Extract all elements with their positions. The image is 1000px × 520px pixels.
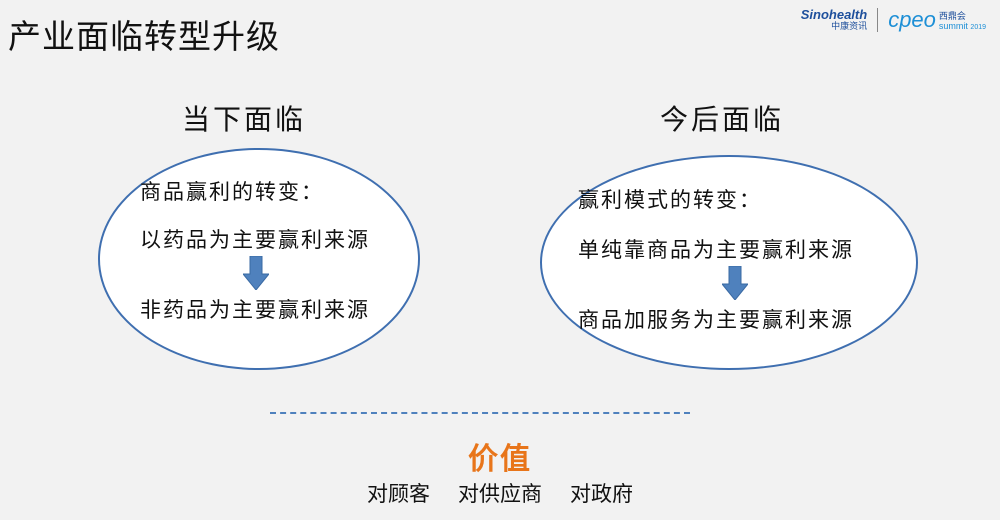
slide-title: 产业面临转型升级 bbox=[8, 17, 280, 56]
sinohealth-logo-cn: 中康资讯 bbox=[831, 22, 868, 32]
left-line-2: 以药品为主要赢利来源 bbox=[140, 228, 370, 252]
cpeo-summit-logo: cpeo 西鼎会 summit 2019 bbox=[888, 7, 986, 32]
right-line-2: 单纯靠商品为主要赢利来源 bbox=[578, 238, 854, 262]
sinohealth-logo: Sinohealth 中康资讯 bbox=[801, 8, 867, 32]
logo-divider bbox=[877, 8, 879, 32]
value-targets: 对顾客 对供应商 对政府 bbox=[0, 478, 1000, 508]
right-down-arrow-icon bbox=[722, 266, 748, 300]
sinohealth-logo-text: Sinohealth bbox=[800, 7, 868, 22]
target-suppliers: 对供应商 bbox=[458, 482, 542, 506]
header-logos: Sinohealth 中康资讯 cpeo 西鼎会 summit 2019 bbox=[801, 8, 986, 32]
left-line-3: 非药品为主要赢利来源 bbox=[140, 298, 370, 322]
target-customers: 对顾客 bbox=[367, 482, 430, 506]
left-heading: 当下面临 bbox=[182, 103, 307, 136]
left-down-arrow-icon bbox=[243, 256, 269, 290]
cpeo-logo-year: 2019 bbox=[970, 24, 986, 31]
cpeo-logo-cn: 西鼎会 bbox=[938, 12, 966, 22]
cpeo-logo-text: cpeo bbox=[888, 7, 936, 32]
dashed-divider bbox=[270, 412, 690, 414]
right-heading: 今后面临 bbox=[660, 103, 785, 136]
cpeo-logo-sub: summit bbox=[938, 21, 968, 31]
right-line-3: 商品加服务为主要赢利来源 bbox=[578, 308, 854, 332]
value-title: 价值 bbox=[468, 442, 532, 477]
target-government: 对政府 bbox=[570, 482, 633, 506]
right-oval bbox=[540, 155, 918, 370]
left-line-1: 商品赢利的转变： bbox=[140, 180, 324, 204]
right-line-1: 赢利模式的转变： bbox=[578, 188, 762, 212]
